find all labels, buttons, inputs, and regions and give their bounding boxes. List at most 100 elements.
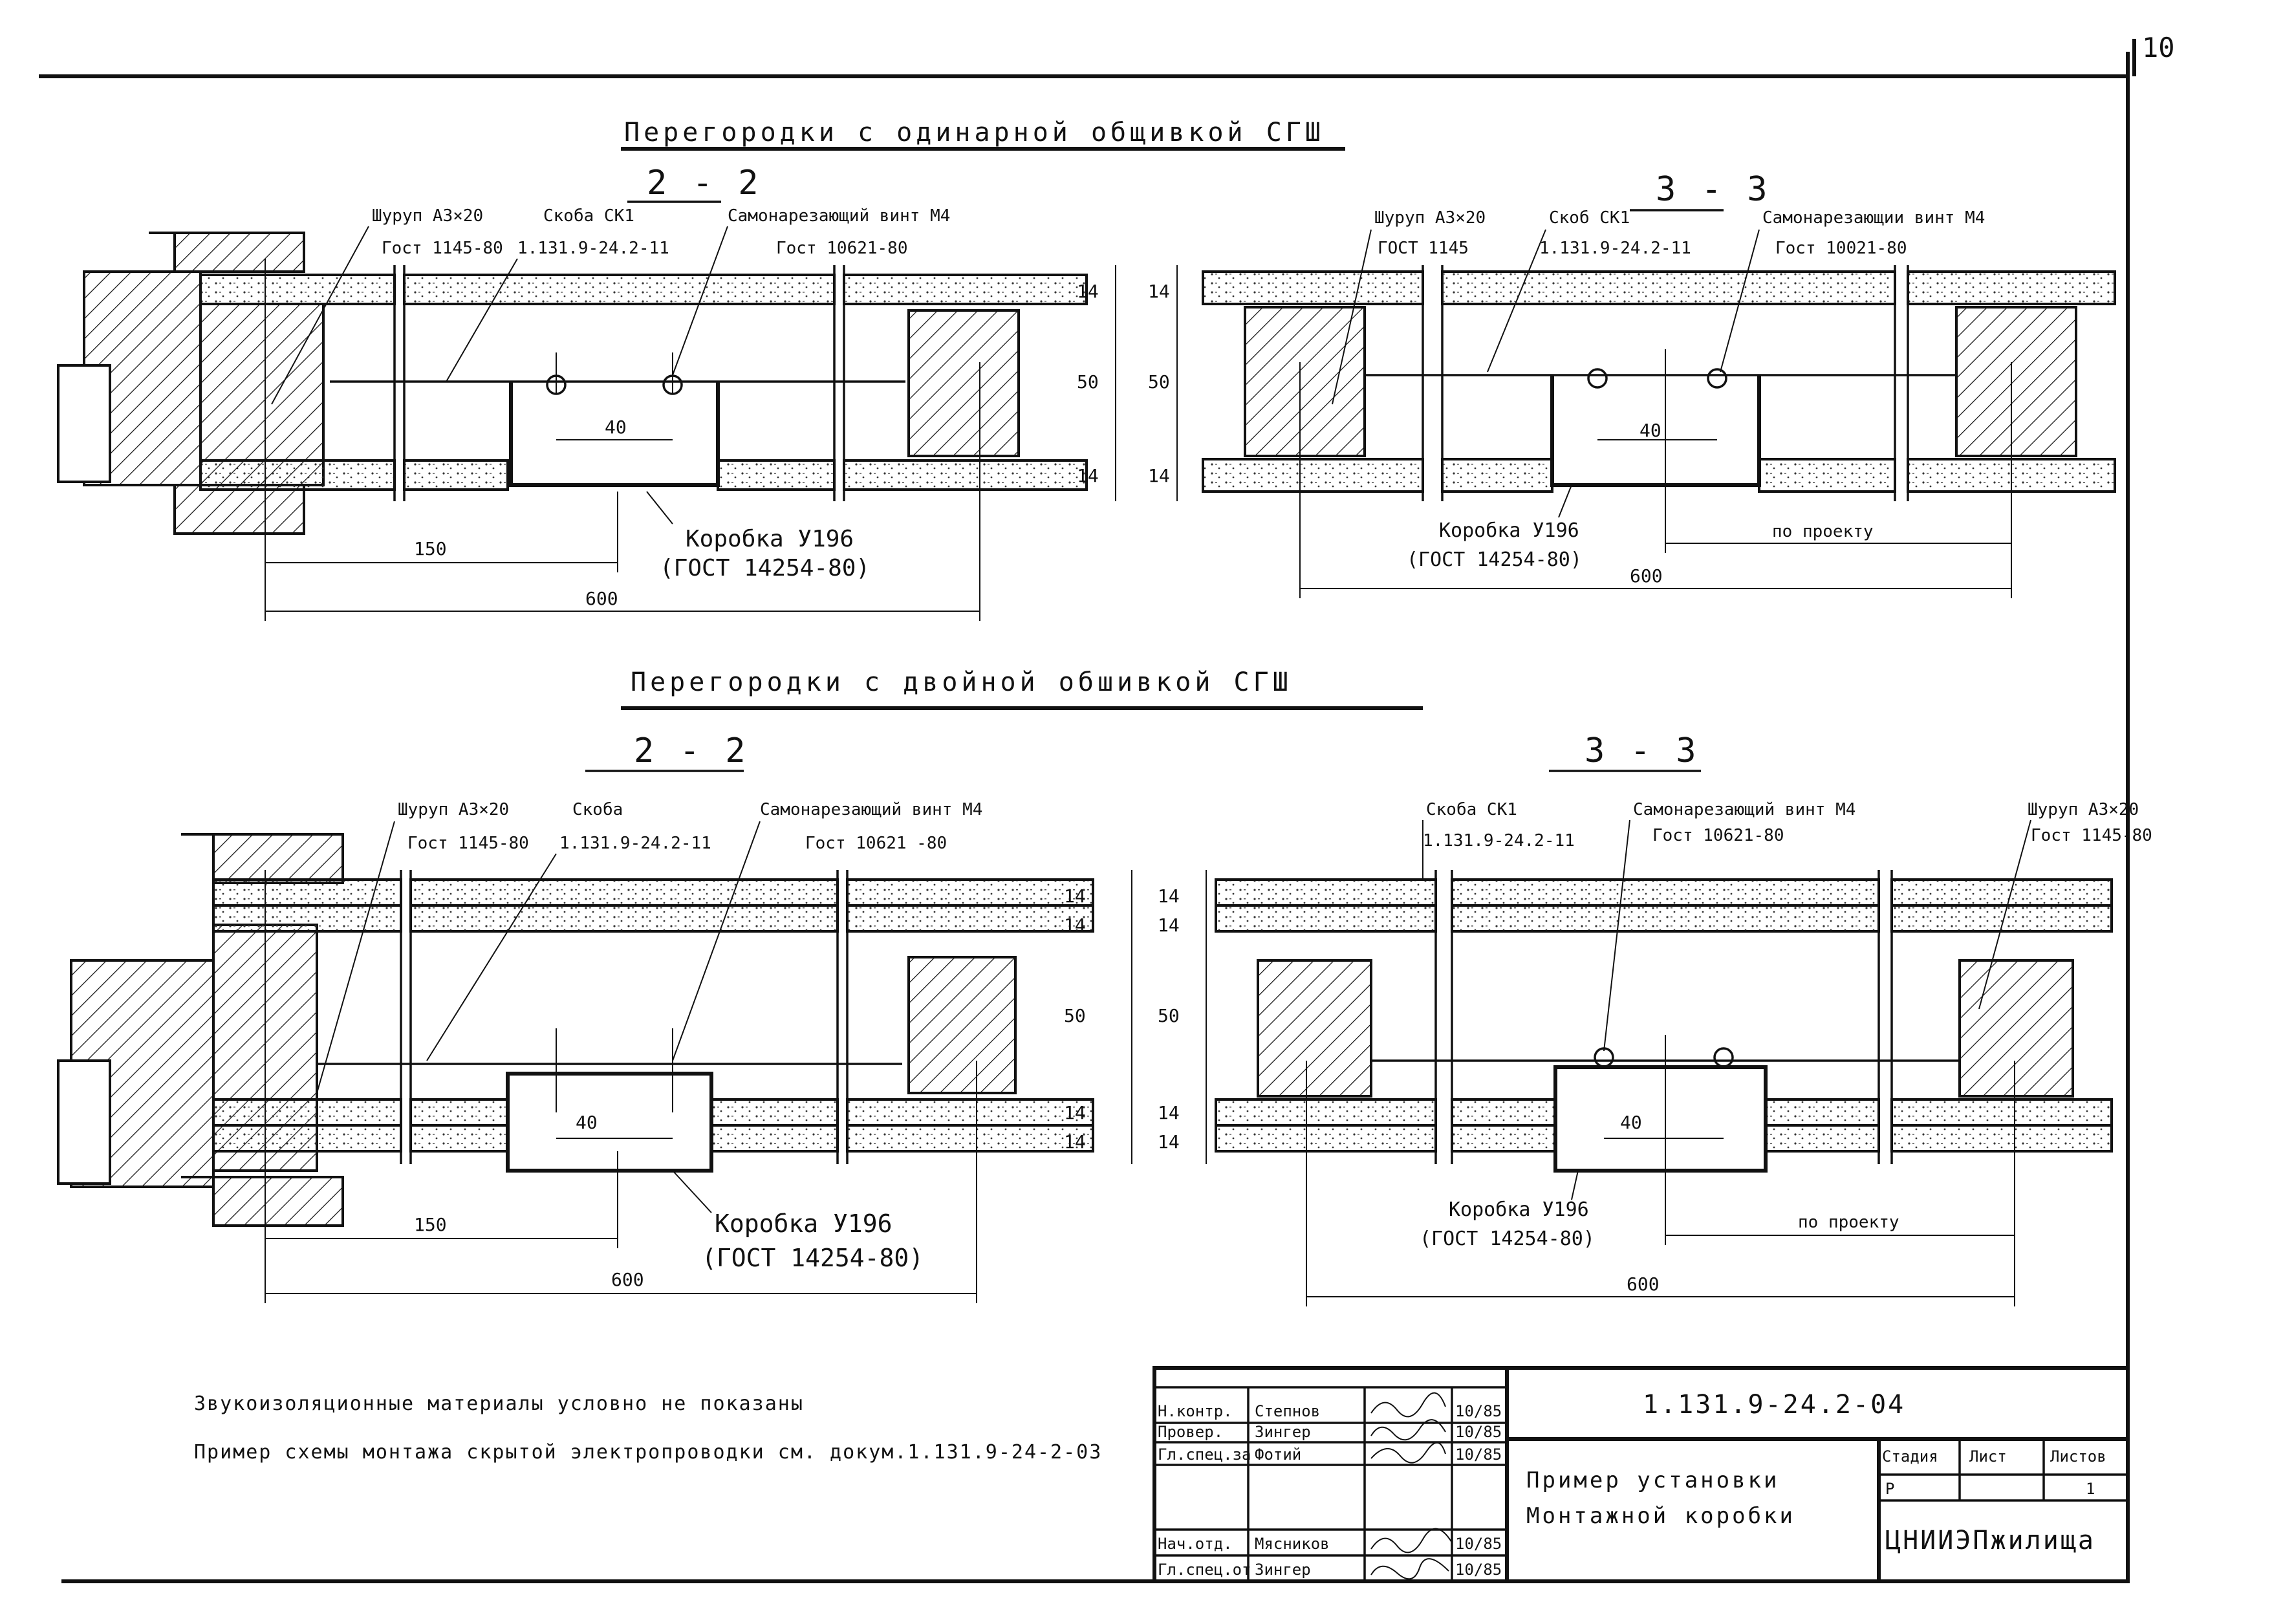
- br-by-project: по проекту: [1798, 1213, 1899, 1232]
- bl-dim-40: 40: [576, 1112, 598, 1133]
- signature-5: [1370, 1558, 1449, 1580]
- bottom-left-section-2-2: Перегородки с двойной обшивкой СГШ 2 - 2: [57, 667, 1423, 1303]
- tb-role-0: Н.контр.: [1158, 1402, 1233, 1420]
- notes: Звукоизоляционные материалы условно не п…: [194, 1392, 1102, 1464]
- bl-dim-14b: 14: [1064, 915, 1086, 936]
- tr-dim-14b: 14: [1148, 465, 1170, 486]
- bottom-left-section-label: 2 - 2: [634, 731, 748, 770]
- top-right-section-label: 3 - 3: [1656, 170, 1770, 209]
- tb-date-2: 10/85: [1455, 1445, 1502, 1464]
- tl-dim-150: 150: [414, 538, 447, 559]
- tb-drawing-title-2: Монтажной коробки: [1526, 1503, 1795, 1529]
- tl-selftap-gost: Гост 10621-80: [776, 239, 908, 258]
- tr-bracket-label: Скоб СК1: [1549, 208, 1630, 228]
- bl-bracket-doc: 1.131.9-24.2-11: [559, 834, 711, 853]
- tl-selftap-label: Самонарезающий винт М4: [728, 206, 950, 226]
- tb-role-4: Нач.отд.: [1158, 1535, 1233, 1553]
- tb-stage-header: Стадия: [1882, 1447, 1938, 1466]
- tr-selftap-label: Самонарезающии винт М4: [1762, 208, 1985, 228]
- bl-screw-label: Шуруп А3×20: [398, 800, 509, 819]
- tl-screw-gost: Гост 1145-80: [382, 239, 503, 258]
- br-bracket-doc: 1.131.9-24.2-11: [1423, 831, 1575, 850]
- tb-date-0: 10/85: [1455, 1402, 1502, 1420]
- tr-dim-600: 600: [1630, 565, 1663, 587]
- bottom-right-section-3-3: 3 - 3 40 600 по проекту 14: [1158, 731, 2152, 1306]
- bl-dim-150: 150: [414, 1214, 447, 1235]
- top-title: Перегородки с одинарной общивкой СГШ: [624, 118, 1325, 147]
- tb-doc-code: 1.131.9-24.2-04: [1643, 1390, 1905, 1420]
- tb-sheets-header: Листов: [2050, 1447, 2106, 1466]
- tl-box-label: Коробка У196: [686, 526, 854, 552]
- tl-box-gost: (ГОСТ 14254-80): [660, 555, 870, 581]
- casing-bottom: [149, 484, 305, 535]
- tr-dim-50: 50: [1148, 371, 1170, 393]
- bl-selftap-gost: Гост 10621 -80: [805, 834, 947, 853]
- top-left-section-2-2: Перегородки с одинарной общивкой СГШ 2 -…: [57, 118, 1345, 621]
- tr-box-label: Коробка У196: [1439, 519, 1579, 542]
- bl-box-label: Коробка У196: [715, 1209, 893, 1238]
- tr-by-project: по проекту: [1772, 522, 1874, 541]
- sheet-number: 10: [2142, 32, 2175, 63]
- br-screw-gost: Гост 1145-80: [2031, 826, 2152, 845]
- note-2: Пример схемы монтажа скрытой электропров…: [194, 1441, 1102, 1464]
- tb-sheets-value: 1: [2086, 1480, 2095, 1498]
- tr-bracket-doc: 1.131.9-24.2-11: [1539, 239, 1691, 258]
- tl-dim-600: 600: [585, 588, 618, 609]
- tb-name-2: Фотий: [1255, 1445, 1301, 1464]
- bl-dim-14c: 14: [1064, 1102, 1086, 1123]
- stud-right: [907, 309, 1020, 457]
- signature-4: [1370, 1528, 1453, 1554]
- tl-bracket-doc: 1.131.9-24.2-11: [517, 239, 669, 258]
- br-dim-600: 600: [1627, 1273, 1660, 1295]
- bl-dim-50: 50: [1064, 1005, 1086, 1026]
- bl-screw-gost: Гост 1145-80: [407, 834, 529, 853]
- junction-box: [509, 382, 720, 487]
- bl-dim-14a: 14: [1064, 885, 1086, 907]
- tb-name-1: Зингер: [1255, 1423, 1311, 1441]
- tl-dim-40: 40: [605, 417, 627, 438]
- tb-name-5: Зингер: [1255, 1561, 1311, 1579]
- bl-dim-600: 600: [611, 1269, 644, 1290]
- bottom-title: Перегородки с двойной обшивкой СГШ: [631, 667, 1292, 697]
- tl-screw-label: Шуруп А3×20: [372, 206, 483, 226]
- tb-date-4: 10/85: [1455, 1535, 1502, 1553]
- tb-date-5: 10/85: [1455, 1561, 1502, 1579]
- bl-bracket-label: Скоба: [572, 800, 623, 819]
- tl-dim-14b: 14: [1077, 465, 1099, 486]
- stud-left: [199, 303, 325, 486]
- br-dim-14b: 14: [1158, 915, 1180, 936]
- br-dim-14a: 14: [1158, 885, 1180, 907]
- tl-dim-14a: 14: [1077, 281, 1099, 302]
- br-dim-40: 40: [1620, 1112, 1642, 1133]
- tb-name-0: Степнов: [1255, 1402, 1320, 1420]
- tb-org: ЦНИИЭПжилища: [1885, 1526, 2095, 1555]
- tr-box-gost: (ГОСТ 14254-80): [1407, 548, 1582, 571]
- title-block: Н.контр. Степнов 10/85 Провер. Зингер 10…: [1152, 1366, 2130, 1583]
- br-selftap-label: Самонарезающий винт М4: [1633, 800, 1856, 819]
- br-bracket-label: Скоба СК1: [1426, 800, 1517, 819]
- signature-0: [1370, 1392, 1446, 1418]
- tb-date-1: 10/85: [1455, 1423, 1502, 1441]
- tr-screw-label: Шуруп А3×20: [1374, 208, 1486, 228]
- top-left-section-label: 2 - 2: [647, 164, 761, 202]
- br-selftap-gost: Гост 10621-80: [1652, 826, 1784, 845]
- bottom-right-section-label: 3 - 3: [1585, 731, 1699, 770]
- br-screw-label: Шуруп А3×20: [2028, 800, 2139, 819]
- tr-dim-14a: 14: [1148, 281, 1170, 302]
- tl-dim-50: 50: [1077, 371, 1099, 393]
- signature-2: [1370, 1442, 1446, 1464]
- top-right-section-3-3: 3 - 3 40 600 по проекту 14 50 14 Шуруп А…: [1148, 170, 2116, 598]
- bl-dim-14d: 14: [1064, 1131, 1086, 1153]
- bl-box-gost: (ГОСТ 14254-80): [702, 1244, 924, 1272]
- tb-name-4: Мясников: [1255, 1535, 1330, 1553]
- br-box-gost: (ГОСТ 14254-80): [1420, 1228, 1595, 1250]
- tl-bracket-label: Скоба СК1: [543, 206, 634, 226]
- tb-role-2: Гл.спец.за: [1158, 1445, 1251, 1464]
- bl-selftap-label: Самонарезающий винт М4: [760, 800, 982, 819]
- signature-1: [1370, 1419, 1446, 1441]
- tr-dim-40: 40: [1639, 420, 1661, 441]
- br-box-label: Коробка У196: [1449, 1198, 1589, 1221]
- br-dim-50: 50: [1158, 1005, 1180, 1026]
- tb-sheet-header: Лист: [1969, 1447, 2007, 1466]
